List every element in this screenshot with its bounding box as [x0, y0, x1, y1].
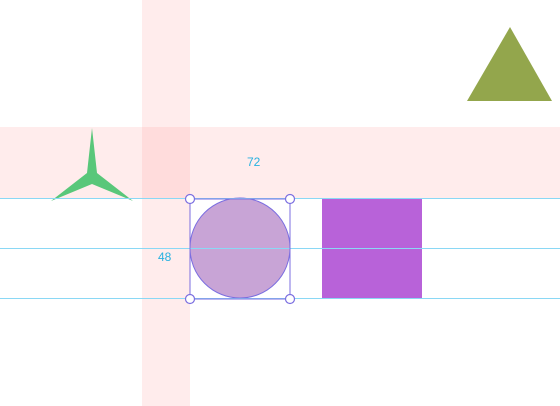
center-alignment-guide: [0, 248, 560, 249]
resize-handle-bottom-right[interactable]: [284, 293, 296, 305]
width-measurement-label: 72: [247, 155, 261, 169]
height-measurement-label: 48: [158, 250, 172, 264]
triangle-shape[interactable]: [467, 27, 552, 101]
resize-handle-bottom-left[interactable]: [184, 293, 196, 305]
selection-box[interactable]: [189, 198, 291, 300]
resize-handle-top-right[interactable]: [284, 193, 296, 205]
three-point-star-shape[interactable]: [51, 128, 133, 201]
resize-handle-top-left[interactable]: [184, 193, 196, 205]
vertical-spacing-highlight: [142, 0, 190, 406]
